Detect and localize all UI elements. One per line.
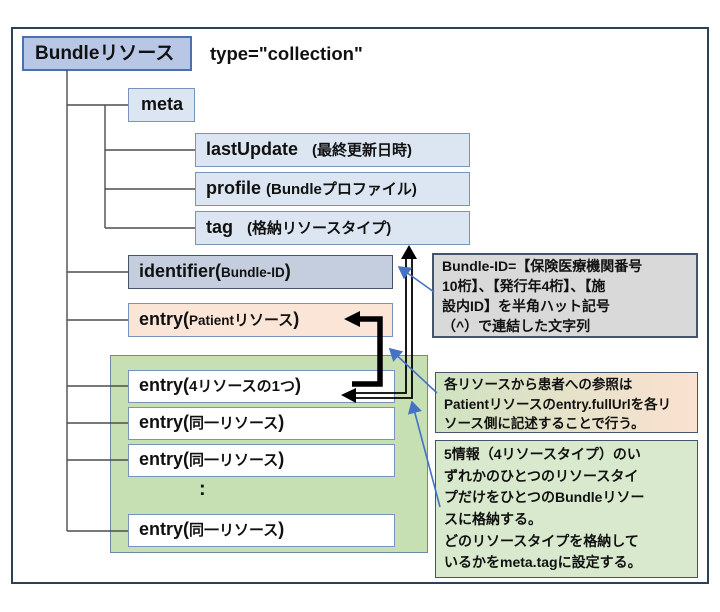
label-sub: Bundle-ID: [221, 265, 285, 280]
entry-item-node: entry(同一リソース): [128, 514, 395, 547]
label-main: entry(: [139, 412, 190, 432]
label-sub: (格納リソースタイプ): [247, 220, 392, 237]
entry-item-node: entry(4リソースの1つ): [128, 370, 395, 403]
note-line: 5情報（4リソースタイプ）のい: [444, 446, 641, 462]
vertical-ellipsis: :: [199, 478, 206, 501]
label-main: identifier(: [139, 261, 222, 281]
note-line: いるかをmeta.tagに設定する。: [444, 554, 642, 571]
label-sub: 同一リソース: [189, 522, 279, 539]
type-attribute-label: type="collection": [210, 39, 363, 69]
tag-node: tag (格納リソースタイプ): [195, 211, 470, 245]
label-main: profile: [206, 178, 262, 198]
note-line: 10桁】、【発行年4桁】、【施: [442, 277, 606, 294]
ellipsis-glyph: :: [199, 478, 206, 500]
note-line: どのリソースタイプを格納して: [444, 532, 639, 549]
label-sub-jp: リソース: [234, 312, 294, 329]
label-main: entry(: [139, 309, 190, 329]
patient-reference-note: 各リソースから患者への参照は Patientリソースのentry.fullUrl…: [435, 372, 698, 433]
resource-type-note: 5情報（4リソースタイプ）のい ずれかのひとつのリソースタイ プだけをひとつのB…: [435, 440, 698, 578]
label-close: ): [278, 449, 285, 469]
note-line: プだけをひとつのBundleリソー: [444, 489, 645, 506]
label-close: ): [293, 309, 300, 329]
label-close: ): [284, 261, 291, 281]
label-sub: (Bundleプロファイル): [266, 181, 417, 198]
label-sub: (最終更新日時): [312, 142, 413, 159]
label-close: ): [278, 519, 285, 539]
node-label: Bundleリソース: [35, 43, 175, 64]
bundle-id-note: Bundle-ID=【保険医療機関番号 10桁】、【発行年4桁】、【施 設内ID…: [432, 253, 698, 338]
identifier-node: identifier(Bundle-ID): [128, 255, 393, 289]
meta-node: meta: [128, 88, 195, 122]
note-line: Bundle-ID=【保険医療機関番号: [442, 258, 643, 274]
label-main: tag: [206, 217, 233, 237]
bundle-resource-node: Bundleリソース: [22, 36, 192, 71]
label-main: entry(: [139, 449, 190, 469]
label-close: ): [278, 412, 285, 432]
entry-patient-node: entry(Patientリソース): [128, 303, 393, 337]
note-line: Patientリソースのentry.fullUrlを各リ: [444, 396, 672, 412]
note-line: 各リソースから患者への参照は: [444, 377, 633, 392]
label-sub: Patient: [189, 313, 235, 328]
entry-item-node: entry(同一リソース): [128, 444, 395, 477]
label-main: entry(: [139, 375, 190, 395]
note-line: ずれかのひとつのリソースタイ: [444, 467, 639, 484]
note-line: スに格納する。: [444, 511, 542, 528]
label-sub: 4リソースの1つ: [189, 378, 295, 395]
label-sub: 同一リソース: [189, 452, 279, 469]
label-close: ): [294, 375, 301, 395]
note-line: （^）で連結した文字列: [442, 317, 591, 334]
label-main: lastUpdate: [206, 139, 299, 159]
note-line: ソース側に記述することで行う。: [444, 416, 645, 432]
node-label: type="collection": [210, 43, 363, 64]
label-sub: 同一リソース: [189, 415, 279, 432]
node-label: meta: [141, 94, 184, 114]
profile-node: profile(Bundleプロファイル): [195, 172, 470, 206]
entry-item-node: entry(同一リソース): [128, 407, 395, 440]
label-main: entry(: [139, 519, 190, 539]
diagram-frame: [11, 27, 709, 584]
lastupdate-node: lastUpdate (最終更新日時): [195, 133, 470, 167]
note-line: 設内ID】を半角ハット記号: [442, 297, 610, 314]
